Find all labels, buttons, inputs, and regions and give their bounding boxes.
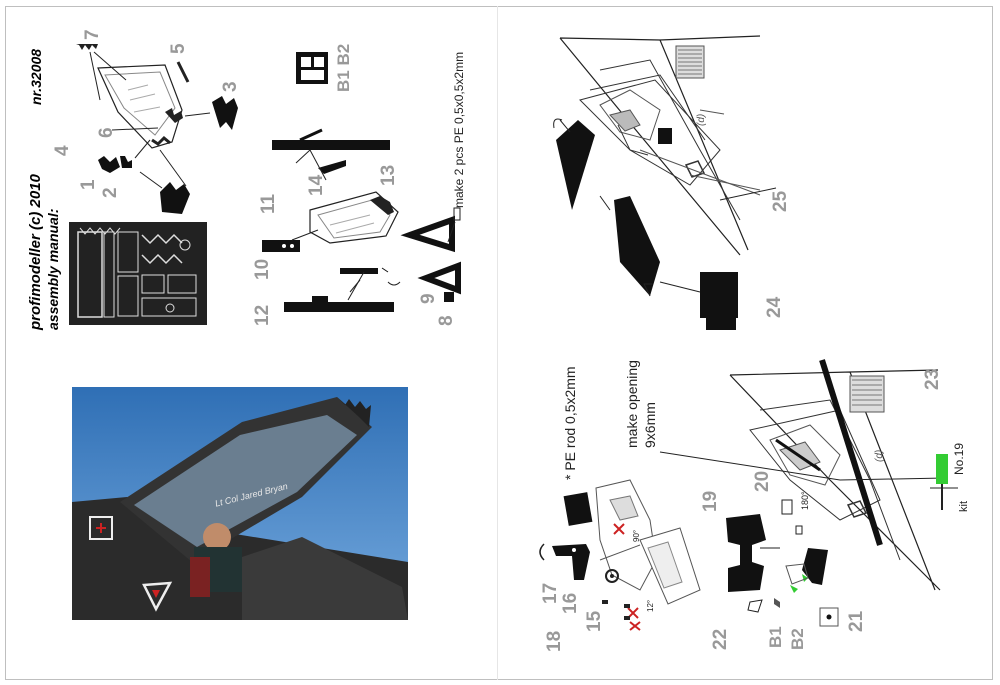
part-b1-b2 [296,52,328,84]
part-number-11: 11 [258,193,279,214]
part-number-19: 19 [700,490,721,512]
part-number-4: 4 [52,145,73,156]
part-number-b2: B2 [788,628,807,650]
part-number-17: 17 [540,582,561,604]
part-number-24: 24 [764,296,785,318]
part-number-16: 16 [560,592,581,614]
page-frame [5,6,993,680]
fuselage-upper [553,35,777,330]
note-make-pe: make 2 pcs PE 0,5x0,5x2mm [452,51,466,208]
part-number-9: 9 [418,293,439,304]
part-number-1: 1 [78,179,99,190]
page-divider [497,6,498,680]
part-number-12: 12 [252,304,273,326]
part-number-6: 6 [96,127,117,138]
part-number-14: 14 [306,174,327,196]
note-pe-rod: * PE rod 0,5x2mm [562,366,578,480]
fuselage-lower [659,359,958,627]
instrument-subassembly [539,479,701,631]
part-number-10: 10 [252,258,273,280]
cockpit-photo: Lt Col Jared Bryan [72,387,408,620]
note-180: 180° [800,491,810,510]
note-make-opening-1: make opening [624,360,640,448]
part-number-22: 22 [710,628,731,650]
part-number-8: 8 [436,315,457,326]
part-number-21: 21 [846,610,867,632]
part-number-25: 25 [770,190,791,212]
part-number-b1: B1 [766,626,785,648]
part-number-3: 3 [220,81,241,92]
part-number-23: 23 [922,368,943,390]
canopy-upper [76,44,238,214]
note-kit: kit [958,501,970,512]
part-number-15: 15 [584,610,605,632]
cockpit-label-lower: (d) [874,449,885,462]
part-number-7: 7 [82,29,103,40]
note-90: 90° [632,529,641,542]
note-no19: No.19 [952,442,966,475]
pe-fret-sheet [69,222,207,325]
cockpit-label-upper: (d) [696,113,707,126]
part-number-b1-b2: B1 B2 [334,43,353,92]
part-number-20: 20 [752,470,773,492]
part-number-13: 13 [378,164,399,186]
parts-middle-left [262,128,461,312]
part-number-2: 2 [100,187,121,198]
note-12: 12° [646,599,655,612]
note-make-opening-2: 9x6mm [642,402,658,448]
part-number-5: 5 [168,43,189,54]
part-number-18: 18 [544,630,565,652]
